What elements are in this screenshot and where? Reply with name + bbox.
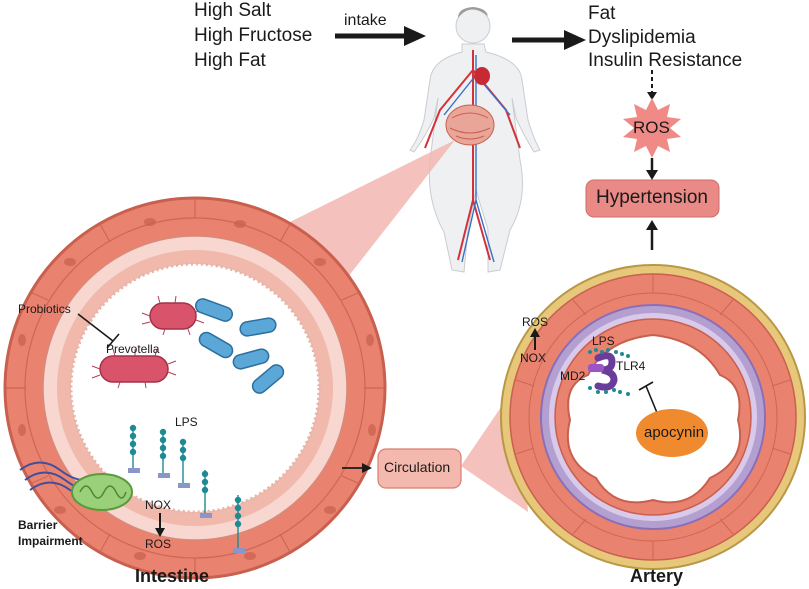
effect-dyslipidemia: Dyslipidemia (588, 27, 696, 48)
effect-insulin-resistance: Insulin Resistance (588, 50, 743, 71)
tlr4-receptor-icon (588, 352, 618, 391)
barrier-label-line1: Barrier (18, 518, 58, 532)
artery-title: Artery (630, 566, 684, 586)
md2-label: MD2 (560, 369, 586, 383)
inhibition-line (77, 313, 114, 342)
intestine-ros-label: ROS (145, 537, 172, 551)
diet-item-fructose: High Fructose (194, 25, 313, 46)
barrier-label-line2: Impairment (18, 534, 83, 548)
diet-item-salt: High Salt (194, 0, 272, 21)
intestine-cross-section (3, 196, 387, 580)
intestine-lps-label: LPS (175, 415, 198, 429)
ros-burst-icon (623, 98, 681, 158)
ros-top-label: ROS (633, 118, 670, 137)
effects-arrow (512, 30, 586, 50)
artery-ros-label: ROS (522, 315, 549, 329)
intestine-nox-label: NOX (145, 498, 172, 512)
diet-item-fat: High Fat (194, 50, 266, 71)
circulation-box (377, 448, 462, 489)
hypertension-label: Hypertension (596, 187, 708, 208)
commensal-bacteria-icon (194, 298, 285, 394)
circulation-label: Circulation (384, 459, 451, 475)
hypertension-box (585, 179, 720, 218)
artery-nox-label: NOX (520, 351, 547, 365)
apocynin-label: apocynin (644, 424, 705, 441)
lps-molecule-icon (129, 424, 242, 550)
intestine-title: Intestine (135, 566, 210, 586)
intake-arrow (335, 26, 426, 46)
probiotics-label: Probiotics (18, 302, 71, 316)
apocynin-ellipse (636, 409, 708, 457)
prevotella-bacteria-icon (91, 295, 205, 389)
intake-label: intake (344, 12, 387, 29)
prevotella-label: Prevotella (106, 342, 160, 356)
human-figure-icon (409, 7, 541, 273)
effect-fat: Fat (588, 3, 616, 24)
lps-molecule-artery-icon (588, 348, 630, 396)
tlr4-label: TLR4 (616, 359, 646, 373)
artery-lps-label: LPS (592, 334, 615, 348)
mitochondria-icon (71, 473, 133, 511)
